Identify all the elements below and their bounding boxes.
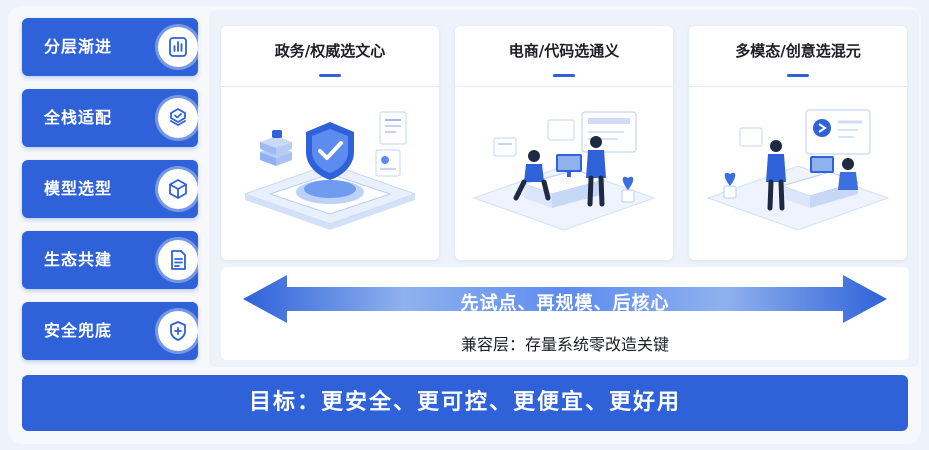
- compatibility-layer-text: 兼容层：存量系统零改造关键: [460, 335, 669, 354]
- sidebar-item-layered-progression: 分层渐进: [22, 18, 198, 76]
- creative-team-illustration: [706, 109, 890, 231]
- sidebar-item-model-selection: 模型选型: [22, 160, 198, 218]
- sidebar-item-label: 全栈适配: [44, 108, 113, 127]
- content-panel: 政务/权威选文心: [209, 10, 919, 367]
- sidebar-item-security-fallback: 安全兜底: [22, 302, 198, 360]
- card-multimodal-hunyuan: 多模态/创意选混元: [689, 26, 907, 260]
- sidebar-item-label: 安全兜底: [44, 321, 113, 340]
- card-title: 电商/代码选通义: [508, 42, 620, 60]
- bar-chart-icon: [158, 27, 198, 67]
- sidebar-item-full-stack-adaptation: 全栈适配: [22, 89, 198, 147]
- title-underline: [553, 74, 575, 77]
- office-workers-illustration: [472, 111, 656, 231]
- goal-banner: 目标：更安全、更可控、更便宜、更好用: [22, 375, 908, 431]
- title-underline: [319, 74, 341, 77]
- shield-plus-icon: [158, 311, 198, 351]
- document-icon: [158, 240, 198, 280]
- title-underline: [787, 74, 809, 77]
- card-title: 多模态/创意选混元: [735, 42, 861, 60]
- cube-icon: [158, 169, 198, 209]
- double-arrow: [243, 275, 887, 323]
- arrow-text: 先试点、再规模、后核心: [460, 293, 670, 314]
- card-divider: [455, 86, 673, 87]
- sidebar-item-label: 分层渐进: [44, 37, 113, 56]
- layers-check-icon: [158, 98, 198, 138]
- sidebar-item-ecosystem-co-build: 生态共建: [22, 231, 198, 289]
- card-title: 政务/权威选文心: [274, 42, 386, 60]
- card-ecommerce-qwen: 电商/代码选通义: [455, 26, 673, 260]
- security-shield-illustration: [243, 111, 417, 230]
- card-divider: [689, 86, 907, 87]
- strategy-band: 先试点、再规模、后核心 兼容层：存量系统零改造关键: [221, 267, 909, 360]
- card-divider: [221, 86, 439, 87]
- card-government-ernie: 政务/权威选文心: [221, 26, 439, 260]
- sidebar-item-label: 模型选型: [44, 179, 113, 198]
- sidebar-item-label: 生态共建: [44, 250, 113, 269]
